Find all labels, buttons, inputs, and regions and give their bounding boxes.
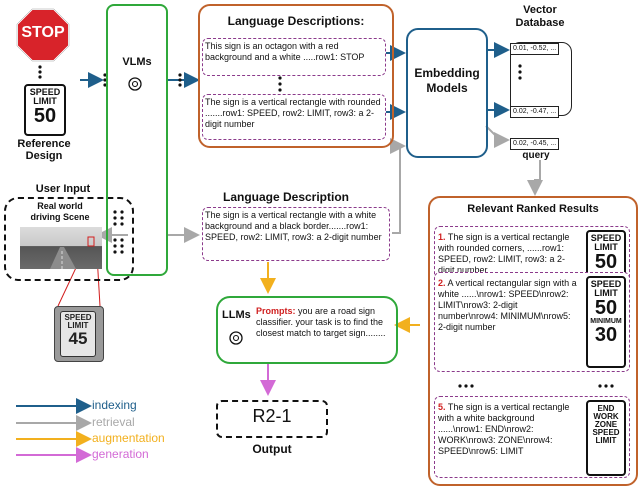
legend-generation: generation [92,447,149,461]
ranked-item-2-text: 2. A vertical rectangular sign with a wh… [438,278,577,332]
ranked-item-5-sign: END WORK ZONE SPEED LIMIT [586,400,626,476]
language-descriptions-panel [198,4,394,148]
stop-sign-icon [16,8,70,62]
reference-speed-limit-sign: SPEED LIMIT 50 [24,84,66,136]
reference-caption: Reference Design [17,138,71,162]
query-label: query [522,150,550,161]
query-vector: 0.02, -0.45, ... [510,138,560,150]
arrow-description-to-embedding [390,138,406,234]
openai-icon [229,331,243,345]
description-item-1: This sign is an octagon with a red backg… [202,38,386,76]
output-value: R2-1 [252,406,292,426]
user-input-box [4,197,134,281]
ranked-item-1-sign: SPEED LIMIT 50 [586,230,626,280]
embedding-models-box [406,28,488,158]
vector-row-2: 0.02, -0.47, ... [510,106,560,118]
ranked-item-2-sign: SPEED LIMIT 50 MINIMUM 30 [586,276,626,368]
vector-db-title: Vector Database [515,4,565,29]
cropped-speed-sign: SPEED LIMIT 45 [54,306,104,362]
ranked-results-title: Relevant Ranked Results [467,203,599,215]
ranked-item-1-text: 1. The sign is a vertical rectangle with… [438,232,570,275]
description-item-2: The sign is a vertical rectangle with ro… [202,94,386,140]
user-input-title: User Input [35,183,91,195]
road-scene-icon [50,236,95,269]
ranked-results-panel [428,196,638,486]
openai-icon [128,77,142,91]
language-description-title: Language Description [222,190,350,204]
driving-scene-image [20,227,102,269]
llm-prompt: Prompts: you are a road sign classifier.… [256,306,386,338]
stop-sign-text: STOP [21,24,65,41]
ranked-item-5-text: 5. The sign is a vertical rectangle with… [438,402,570,456]
scene-caption: Real world driving Scene [30,201,90,222]
vector-row-1: 0.01, -0.52, ... [510,43,560,55]
language-descriptions-title: Language Descriptions: [227,14,365,28]
embedding-models-label: Embedding Models [414,66,480,95]
arrow-embedding-to-query [485,125,510,148]
legend-augmentation: augmentation [92,431,165,445]
language-description-box: The sign is a vertical rectangle with a … [202,207,390,261]
output-label: Output [252,442,292,456]
reference-design: STOP SPEED LIMIT 50 Reference Design [4,4,82,162]
vlms-box [106,4,168,276]
legend-indexing: indexing [92,398,137,412]
llms-box [216,296,398,364]
arrow-query-to-ranked [527,160,543,196]
output-box [216,400,328,438]
vlms-label: VLMs [122,56,152,68]
llms-label: LLMs [222,309,251,321]
legend-retrieval: retrieval [92,415,135,429]
